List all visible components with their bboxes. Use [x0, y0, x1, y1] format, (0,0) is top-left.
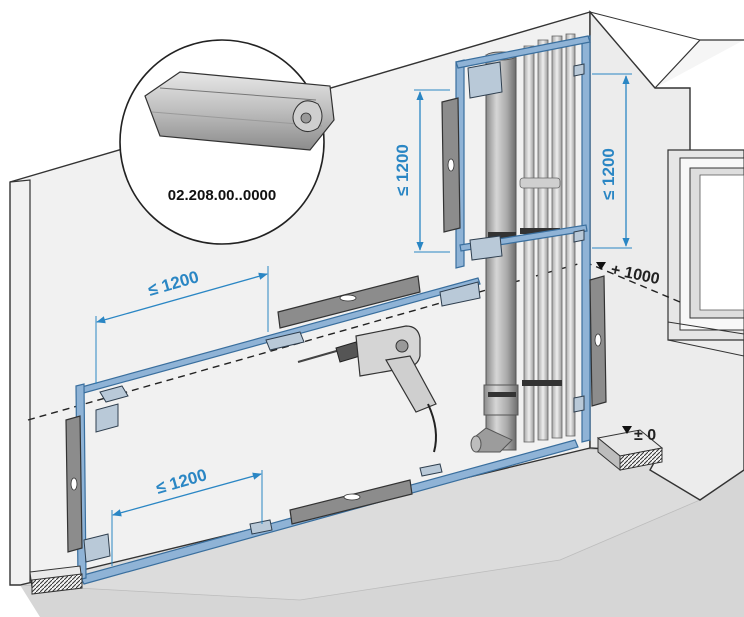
riser-top-rail: [455, 35, 591, 69]
level-top: [277, 275, 421, 329]
dimension-vertical-left: ≤ 1200: [393, 89, 450, 253]
level-floor-label: ± 0: [634, 427, 656, 444]
profile-section-icon: [144, 71, 335, 151]
level-marker-floor: ± 0: [622, 426, 656, 444]
floor-level-block-left: [29, 565, 83, 595]
profile-detail-callout: 02.208.00..0000: [119, 39, 335, 245]
dimension-vertical-left-label: ≤ 1200: [393, 144, 412, 196]
dimension-vertical-right-label: ≤ 1200: [599, 148, 618, 200]
dimension-vertical-right: ≤ 1200: [592, 73, 632, 249]
floor-level-block-right: [596, 429, 664, 472]
level-bottom: [289, 479, 413, 525]
window: [667, 149, 744, 357]
power-drill-icon: [297, 325, 437, 453]
wall-bracket-icon: [83, 61, 585, 563]
profile-code: 02.208.00..0000: [168, 187, 276, 204]
